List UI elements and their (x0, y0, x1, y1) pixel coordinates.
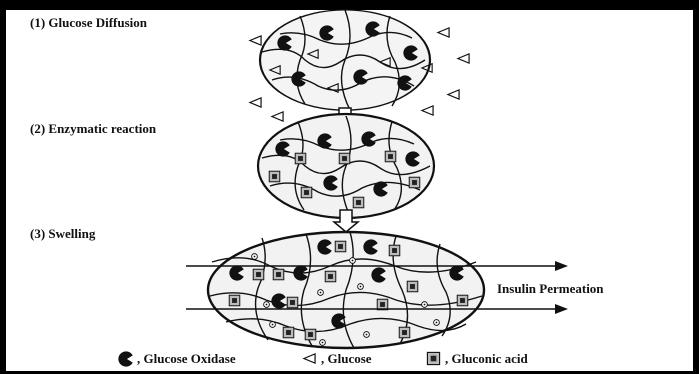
legend-label-gluconic-acid: , Gluconic acid (445, 351, 528, 366)
legend: , Glucose Oxidase , Glucose , Gluconic a… (118, 351, 528, 367)
hydrogel-particle-1 (260, 10, 432, 110)
step-2-label: (2) Enzymatic reaction (30, 121, 157, 136)
step-3-label: (3) Swelling (30, 226, 96, 241)
hydrogel-particle-3-swollen (208, 232, 484, 348)
legend-label-glucose-oxidase: , Glucose Oxidase (137, 351, 236, 366)
legend-label-glucose: , Glucose (321, 351, 372, 366)
insulin-permeation-label: Insulin Permeation (497, 281, 604, 296)
step-1-label: (1) Glucose Diffusion (30, 15, 148, 30)
glucose-icon (304, 354, 315, 363)
glucose-oxidase-icon (118, 351, 132, 366)
gluconic-acid-icon (427, 352, 439, 364)
hydrogel-particle-2 (258, 114, 434, 218)
